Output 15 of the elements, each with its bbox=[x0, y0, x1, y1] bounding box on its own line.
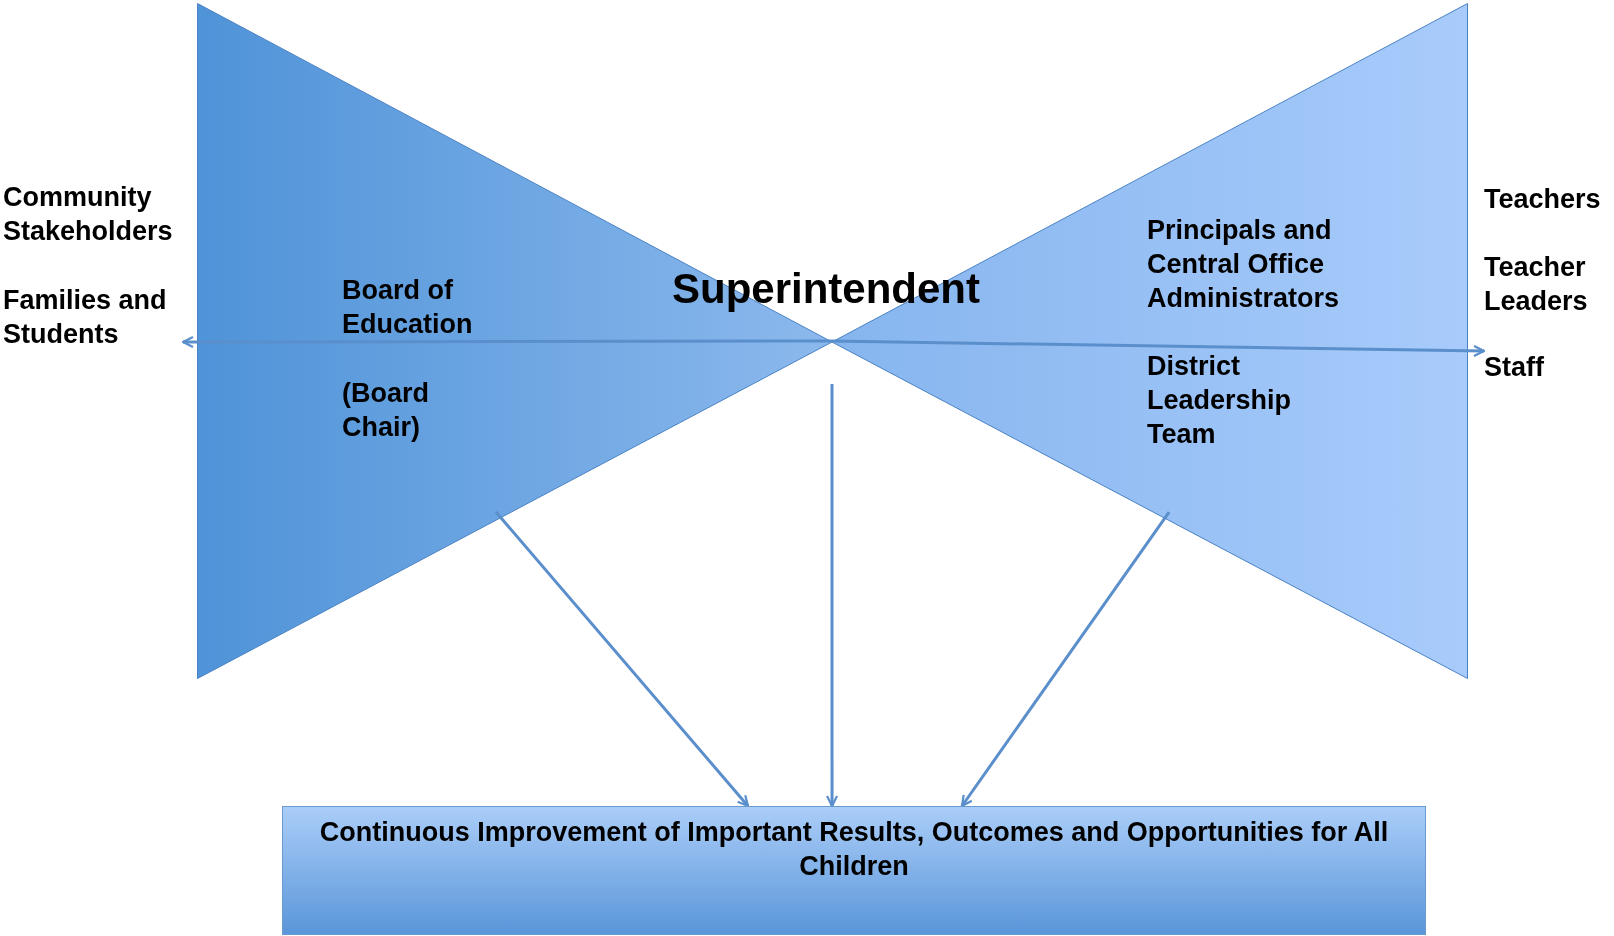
group-label: Families and Students bbox=[3, 283, 183, 351]
arrow bbox=[960, 511, 1171, 808]
role-label: Principals and Central Office Administrators bbox=[1147, 214, 1341, 315]
group-label: Teacher Leaders bbox=[1484, 250, 1612, 318]
role-label: (Board Chair) bbox=[342, 377, 430, 444]
arrow bbox=[831, 339, 1486, 357]
role-label: Board of Education bbox=[342, 274, 474, 341]
group-label: Community Stakeholders bbox=[3, 180, 193, 248]
arrow bbox=[494, 511, 750, 808]
group-label: Teachers bbox=[1484, 182, 1612, 216]
outcome-box: Continuous Improvement of Important Results, Outcomes and Opportunities for All Children bbox=[282, 806, 1426, 935]
group-label: Staff bbox=[1484, 350, 1612, 384]
role-label: District Leadership Team bbox=[1147, 350, 1293, 451]
arrow bbox=[181, 335, 832, 349]
arrow bbox=[825, 384, 839, 808]
